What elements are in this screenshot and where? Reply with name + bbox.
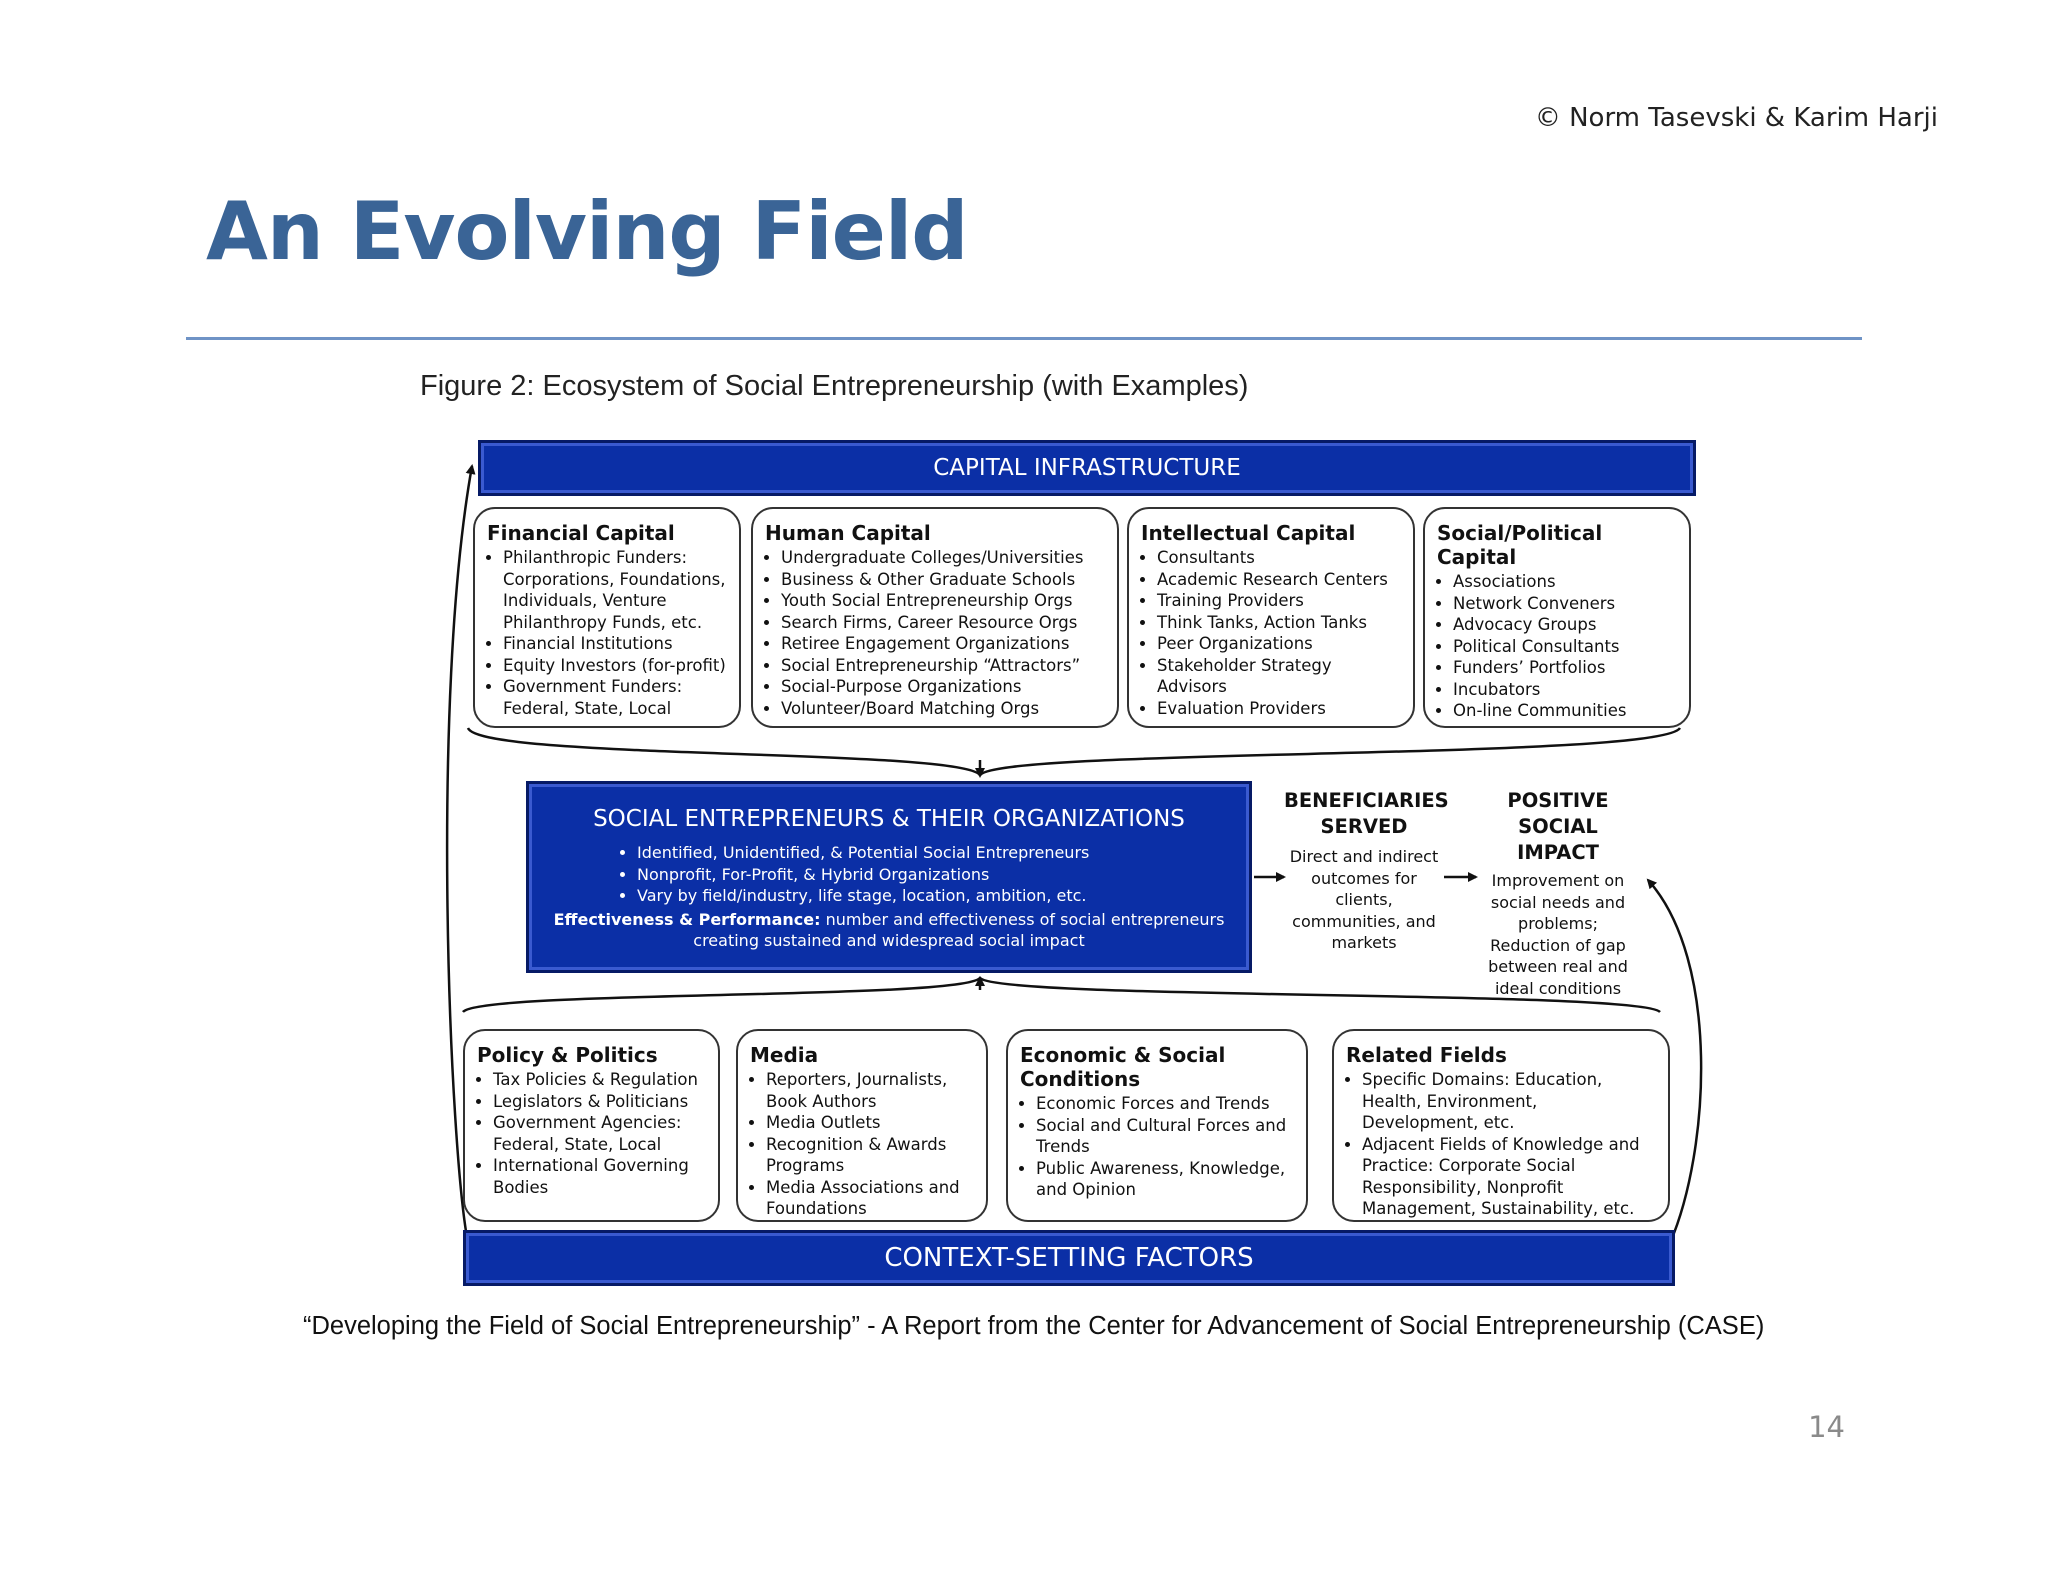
list-item: Incubators bbox=[1453, 679, 1679, 701]
box-title: Related Fields bbox=[1346, 1043, 1507, 1067]
list-item: Social-Purpose Organizations bbox=[781, 676, 1107, 698]
list-item: Stakeholder Strategy Advisors bbox=[1157, 655, 1403, 698]
impact-text: Improvement on social needs and problems… bbox=[1474, 870, 1642, 999]
list-item: Undergraduate Colleges/Universities bbox=[781, 547, 1107, 569]
title-line: SOCIAL IMPACT bbox=[1517, 815, 1599, 864]
list-item: Search Firms, Career Resource Orgs bbox=[781, 612, 1107, 634]
text-line: outcomes for bbox=[1311, 868, 1417, 888]
list-item: Vary by field/industry, life stage, loca… bbox=[637, 885, 1249, 907]
slide-title: An Evolving Field bbox=[206, 185, 969, 278]
box-title: Financial Capital bbox=[487, 521, 675, 545]
list-item: Financial Institutions bbox=[503, 633, 729, 655]
list-item: Media Associations and Foundations bbox=[766, 1177, 976, 1220]
list-item: Think Tanks, Action Tanks bbox=[1157, 612, 1403, 634]
text-line: communities, and bbox=[1292, 911, 1436, 931]
list-item: Consultants bbox=[1157, 547, 1403, 569]
text-line: ideal conditions bbox=[1494, 978, 1622, 998]
list-item: Legislators & Politicians bbox=[493, 1091, 708, 1113]
media-box: Media Reporters, Journalists, Book Autho… bbox=[736, 1029, 988, 1222]
title-line: BENEFICIARIES bbox=[1284, 789, 1449, 812]
social-entrepreneurs-box: SOCIAL ENTREPRENEURS & THEIR ORGANIZATIO… bbox=[526, 781, 1252, 973]
text-line: Reduction of gap bbox=[1490, 935, 1626, 955]
list-item: Adjacent Fields of Knowledge and Practic… bbox=[1362, 1134, 1658, 1220]
box-title: Economic & Social Conditions bbox=[1020, 1043, 1226, 1091]
list-item: Public Awareness, Knowledge, and Opinion bbox=[1036, 1158, 1296, 1201]
effectiveness-line: Effectiveness & Performance: number and … bbox=[529, 909, 1249, 952]
center-title: SOCIAL ENTREPRENEURS & THEIR ORGANIZATIO… bbox=[593, 806, 1185, 832]
impact-title: POSITIVE SOCIAL IMPACT bbox=[1474, 788, 1642, 866]
text-line: Improvement on bbox=[1491, 871, 1625, 890]
list-item: Network Conveners bbox=[1453, 593, 1679, 615]
text-line: Direct and indirect bbox=[1289, 847, 1439, 866]
box-title: Social/Political Capital bbox=[1437, 521, 1603, 569]
text-line: clients, bbox=[1335, 890, 1393, 909]
list-item: Economic Forces and Trends bbox=[1036, 1093, 1296, 1115]
title-line: POSITIVE bbox=[1507, 789, 1609, 812]
capital-infrastructure-banner: CAPITAL INFRASTRUCTURE bbox=[478, 440, 1696, 496]
list-item: Government Funders: Federal, State, Loca… bbox=[503, 676, 729, 719]
related-fields-box: Related Fields Specific Domains: Educati… bbox=[1332, 1029, 1670, 1222]
box-title: Human Capital bbox=[765, 521, 931, 545]
list-item: Tax Policies & Regulation bbox=[493, 1069, 708, 1091]
list-item: Advocacy Groups bbox=[1453, 614, 1679, 636]
list-item: Funders’ Portfolios bbox=[1453, 657, 1679, 679]
title-line: SERVED bbox=[1320, 815, 1408, 838]
right-loop-arrow bbox=[1646, 878, 1703, 1244]
beneficiaries-block: BENEFICIARIES SERVED Direct and indirect… bbox=[1284, 788, 1449, 954]
list-item: Identified, Unidentified, & Potential So… bbox=[637, 842, 1249, 864]
effectiveness-text-2: creating sustained and widespread social… bbox=[693, 931, 1085, 950]
list-item: International Governing Bodies bbox=[493, 1155, 708, 1198]
human-capital-box: Human Capital Undergraduate Colleges/Uni… bbox=[751, 507, 1119, 728]
list-item: Business & Other Graduate Schools bbox=[781, 569, 1107, 591]
beneficiaries-text: Direct and indirect outcomes for clients… bbox=[1284, 846, 1444, 954]
box-title: Policy & Politics bbox=[477, 1043, 658, 1067]
effectiveness-label: Effectiveness & Performance: bbox=[553, 909, 821, 929]
list-item: Youth Social Entrepreneurship Orgs bbox=[781, 590, 1107, 612]
list-item: Social Entrepreneurship “Attractors” bbox=[781, 655, 1107, 677]
social-impact-block: POSITIVE SOCIAL IMPACT Improvement on so… bbox=[1474, 788, 1642, 999]
list-item: Philanthropic Funders: Corporations, Fou… bbox=[503, 547, 729, 633]
title-divider bbox=[186, 337, 1862, 340]
list-item: Retiree Engagement Organizations bbox=[781, 633, 1107, 655]
list-item: Associations bbox=[1453, 571, 1679, 593]
list-item: Academic Research Centers bbox=[1157, 569, 1403, 591]
list-item: Volunteer/Board Matching Orgs bbox=[781, 698, 1107, 720]
list-item: Political Consultants bbox=[1453, 636, 1679, 658]
list-item: Equity Investors (for-profit) bbox=[503, 655, 729, 677]
text-line: problems; bbox=[1518, 914, 1598, 933]
context-setting-factors-banner: CONTEXT-SETTING FACTORS bbox=[463, 1230, 1675, 1286]
list-item: Social and Cultural Forces and Trends bbox=[1036, 1115, 1296, 1158]
list-item: Training Providers bbox=[1157, 590, 1403, 612]
list-item: Peer Organizations bbox=[1157, 633, 1403, 655]
figure-caption: Figure 2: Ecosystem of Social Entreprene… bbox=[420, 370, 1249, 402]
list-item: Nonprofit, For-Profit, & Hybrid Organiza… bbox=[637, 864, 1249, 886]
list-item: On-line Communities bbox=[1453, 700, 1679, 722]
left-loop-arrow bbox=[445, 464, 476, 1244]
top-brace bbox=[466, 727, 1682, 778]
list-item: Reporters, Journalists, Book Authors bbox=[766, 1069, 976, 1112]
intellectual-capital-box: Intellectual Capital Consultants Academi… bbox=[1127, 507, 1415, 728]
social-political-capital-box: Social/Political Capital Associations Ne… bbox=[1423, 507, 1691, 728]
text-line: markets bbox=[1331, 933, 1397, 952]
source-citation: “Developing the Field of Social Entrepre… bbox=[303, 1312, 1765, 1340]
policy-politics-box: Policy & Politics Tax Policies & Regulat… bbox=[463, 1029, 720, 1222]
list-item: Government Agencies: Federal, State, Loc… bbox=[493, 1112, 708, 1155]
list-item: Recognition & Awards Programs bbox=[766, 1134, 976, 1177]
list-item: Evaluation Providers bbox=[1157, 698, 1403, 720]
list-item: Media Outlets bbox=[766, 1112, 976, 1134]
text-line: social needs and bbox=[1490, 892, 1626, 912]
economic-social-conditions-box: Economic & Social Conditions Economic Fo… bbox=[1006, 1029, 1308, 1222]
text-line: between real and bbox=[1488, 957, 1628, 976]
list-item: Specific Domains: Education, Health, Env… bbox=[1362, 1069, 1658, 1134]
copyright-notice: © Norm Tasevski & Karim Harji bbox=[1534, 103, 1938, 133]
box-title: Intellectual Capital bbox=[1141, 521, 1356, 545]
financial-capital-box: Financial Capital Philanthropic Funders:… bbox=[473, 507, 741, 728]
box-title: Media bbox=[750, 1043, 819, 1067]
effectiveness-text: number and effectiveness of social entre… bbox=[825, 909, 1225, 929]
page-number: 14 bbox=[1808, 1410, 1845, 1444]
beneficiaries-title: BENEFICIARIES SERVED bbox=[1284, 788, 1449, 840]
